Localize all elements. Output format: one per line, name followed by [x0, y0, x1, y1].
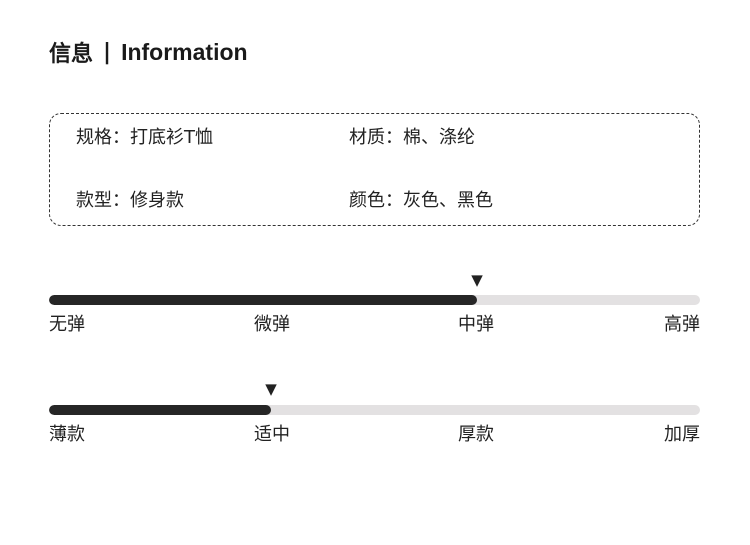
- thickness-marker-icon: ▼: [265, 380, 277, 398]
- title-chinese: 信息: [49, 42, 94, 67]
- spec-size: 规格：打底衫T恤: [76, 127, 213, 148]
- thickness-label-thin: 薄款: [49, 424, 85, 445]
- elasticity-marker-icon: ▼: [471, 271, 483, 289]
- thickness-track: [49, 405, 700, 415]
- thickness-label-extra-thick: 加厚: [664, 424, 700, 445]
- spec-color: 颜色：灰色、黑色: [349, 190, 493, 211]
- thickness-label-thick: 厚款: [458, 424, 494, 445]
- elasticity-fill: [49, 295, 477, 305]
- elasticity-scale: ▼ 无弹 微弹 中弹 高弹: [49, 270, 700, 340]
- title-english: Information: [121, 38, 248, 65]
- elasticity-label-slight: 微弹: [254, 314, 290, 335]
- section-title: 信息 | Information: [49, 36, 248, 68]
- elasticity-label-none: 无弹: [49, 314, 85, 335]
- elasticity-label-medium: 中弹: [458, 314, 494, 335]
- thickness-label-medium: 适中: [254, 424, 290, 445]
- thickness-fill: [49, 405, 271, 415]
- title-separator: |: [103, 39, 112, 65]
- elasticity-label-high: 高弹: [664, 314, 700, 335]
- elasticity-track: [49, 295, 700, 305]
- spec-material: 材质：棉、涤纶: [349, 127, 475, 148]
- spec-box: [49, 113, 700, 226]
- spec-fit: 款型：修身款: [76, 190, 184, 211]
- thickness-scale: ▼ 薄款 适中 厚款 加厚: [49, 379, 700, 449]
